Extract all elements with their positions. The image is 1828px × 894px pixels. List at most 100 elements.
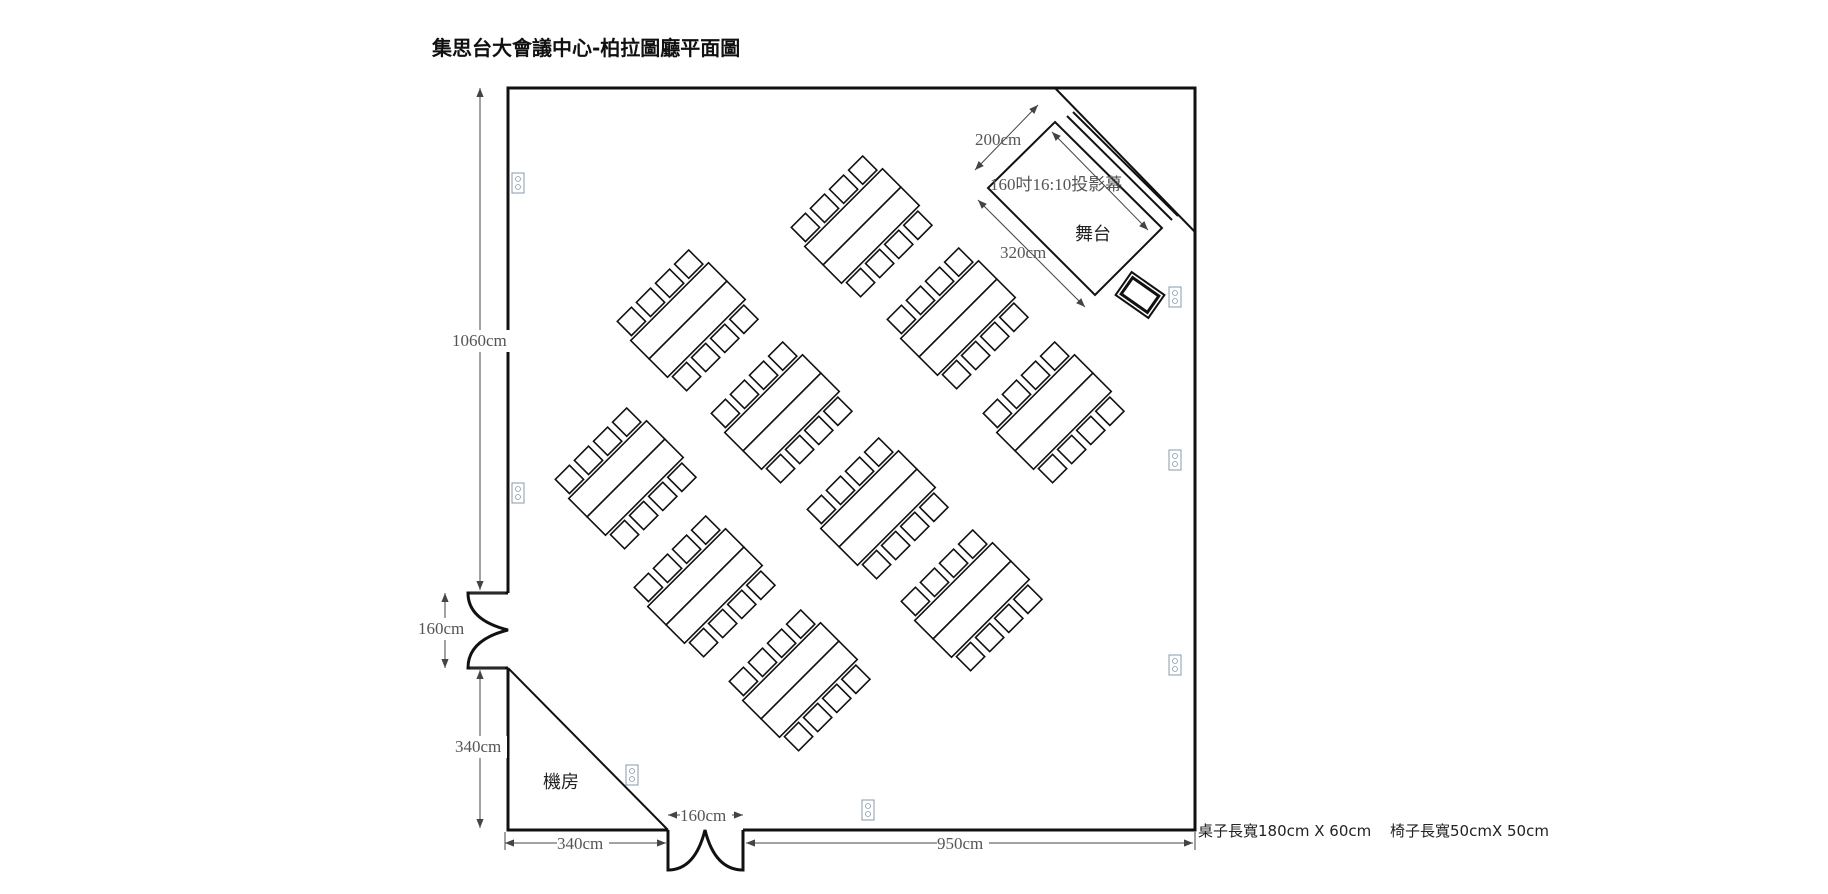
chair-size-note: 椅子長寬50cmX 50cm xyxy=(1390,822,1549,840)
table-group xyxy=(982,340,1126,484)
stage-area: 160吋16:10投影幕 舞台 200cm 320cm xyxy=(974,104,1179,320)
chair xyxy=(1020,359,1051,391)
stage-width-dim: 320cm xyxy=(1000,243,1046,262)
table xyxy=(931,559,1031,659)
chair xyxy=(918,492,950,523)
left-door xyxy=(466,591,509,670)
power-outlet-icon xyxy=(1168,286,1182,308)
table-group xyxy=(806,436,950,580)
chair xyxy=(729,379,760,410)
page-title: 集思台大會議中心-柏拉圖廳平面圖 xyxy=(431,36,740,60)
chair xyxy=(647,481,679,512)
table xyxy=(741,371,841,471)
chair xyxy=(1037,453,1068,484)
chair xyxy=(919,567,950,598)
chair xyxy=(554,464,585,495)
table xyxy=(821,185,921,285)
chair xyxy=(886,304,917,335)
table xyxy=(1013,371,1113,471)
chair xyxy=(902,210,934,241)
power-outlet-icon xyxy=(511,482,525,504)
table-group xyxy=(900,528,1044,672)
table-group xyxy=(728,608,872,752)
chair xyxy=(790,212,821,243)
chair xyxy=(982,398,1013,429)
chair xyxy=(633,572,664,603)
chair xyxy=(943,246,974,278)
table xyxy=(759,639,859,739)
screen-label: 160吋16:10投影幕 xyxy=(990,175,1122,194)
chair xyxy=(726,589,758,620)
table-group xyxy=(886,246,1030,390)
chair xyxy=(616,306,647,337)
dim-bottom-right: 950cm xyxy=(937,834,983,853)
table xyxy=(585,437,685,537)
dimension-labels: 1060cm 160cm 340cm 340cm 160cm 950cm xyxy=(418,330,989,853)
chair xyxy=(690,342,721,373)
stage-label: 舞台 xyxy=(1075,224,1111,245)
table-group xyxy=(554,406,698,550)
machine-room-label: 機房 xyxy=(543,772,579,793)
chair xyxy=(688,627,719,658)
power-outlet-icon xyxy=(1168,449,1182,471)
chair xyxy=(864,248,895,279)
chair xyxy=(611,406,642,438)
chair xyxy=(825,475,856,506)
dim-left-wall: 1060cm xyxy=(452,331,507,350)
dim-left-lower: 340cm xyxy=(455,737,501,756)
chair xyxy=(765,453,796,484)
chair xyxy=(960,340,991,371)
chair xyxy=(899,511,931,542)
chair xyxy=(748,359,779,391)
chair xyxy=(840,664,872,695)
chair xyxy=(573,445,604,476)
chair xyxy=(900,586,931,617)
chair xyxy=(592,425,623,457)
chair xyxy=(1094,396,1126,427)
chair xyxy=(845,267,876,298)
chair xyxy=(1056,434,1087,465)
table-size-note: 桌子長寬180cm X 60cm xyxy=(1198,822,1371,840)
chair xyxy=(709,323,741,354)
chair xyxy=(1001,379,1032,410)
chair xyxy=(1012,584,1044,615)
chair xyxy=(728,666,759,697)
double-door-icon xyxy=(466,591,509,670)
stage-depth-dim: 200cm xyxy=(975,130,1021,149)
table xyxy=(837,467,937,567)
chair xyxy=(628,500,659,531)
chair xyxy=(905,285,936,316)
chair xyxy=(783,721,814,752)
chair xyxy=(806,494,837,525)
chair xyxy=(654,267,685,299)
chair xyxy=(880,530,911,561)
table-group xyxy=(790,154,934,298)
table-group xyxy=(710,340,854,484)
chair xyxy=(828,173,859,205)
chair xyxy=(979,321,1011,352)
chair xyxy=(785,608,816,640)
table xyxy=(917,277,1017,377)
chair xyxy=(803,415,835,446)
chair xyxy=(974,622,1005,653)
chair xyxy=(957,528,988,560)
dim-left-door: 160cm xyxy=(418,619,464,638)
chair xyxy=(998,302,1030,333)
chair xyxy=(821,683,853,714)
chair xyxy=(707,608,738,639)
chair xyxy=(747,647,778,678)
chair xyxy=(767,340,798,372)
chair xyxy=(652,553,683,584)
chair xyxy=(673,248,704,280)
table xyxy=(664,545,764,645)
chair xyxy=(666,462,698,493)
podium-icon xyxy=(1114,270,1166,320)
table-group xyxy=(633,514,777,658)
chair xyxy=(671,361,702,392)
chair xyxy=(728,304,760,335)
chair xyxy=(635,287,666,318)
chair xyxy=(671,533,702,565)
chair xyxy=(1039,340,1070,372)
chair xyxy=(690,514,721,546)
